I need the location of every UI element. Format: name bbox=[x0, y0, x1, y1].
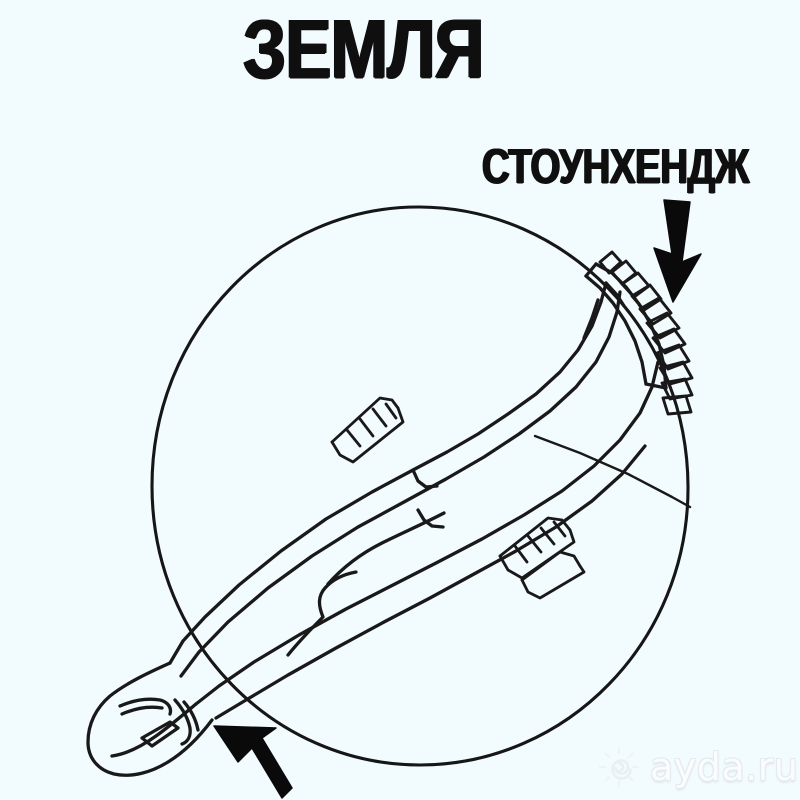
watermark-text: ayda.ru bbox=[650, 745, 799, 789]
earth-circle bbox=[150, 205, 690, 767]
arrow-to-stonehenge-icon bbox=[653, 199, 702, 303]
title-zemlya: ЗЕМЛЯ bbox=[243, 2, 484, 96]
toothbrush-bristles bbox=[598, 250, 694, 416]
toothbrush-sketch bbox=[86, 250, 694, 777]
handle-grip-hatching-upper bbox=[330, 396, 405, 464]
toothbrush-handle-end bbox=[86, 661, 214, 777]
label-stonehenge: СТОУНХЕНДЖ bbox=[482, 139, 749, 194]
handle-grip-hatching-lower-2 bbox=[520, 550, 586, 600]
arrow-to-earth-handle-icon bbox=[213, 725, 293, 799]
handle-grip-hatching-lower bbox=[498, 516, 576, 580]
spiral-sun-icon bbox=[598, 746, 640, 788]
watermark: ayda.ru bbox=[596, 744, 798, 790]
